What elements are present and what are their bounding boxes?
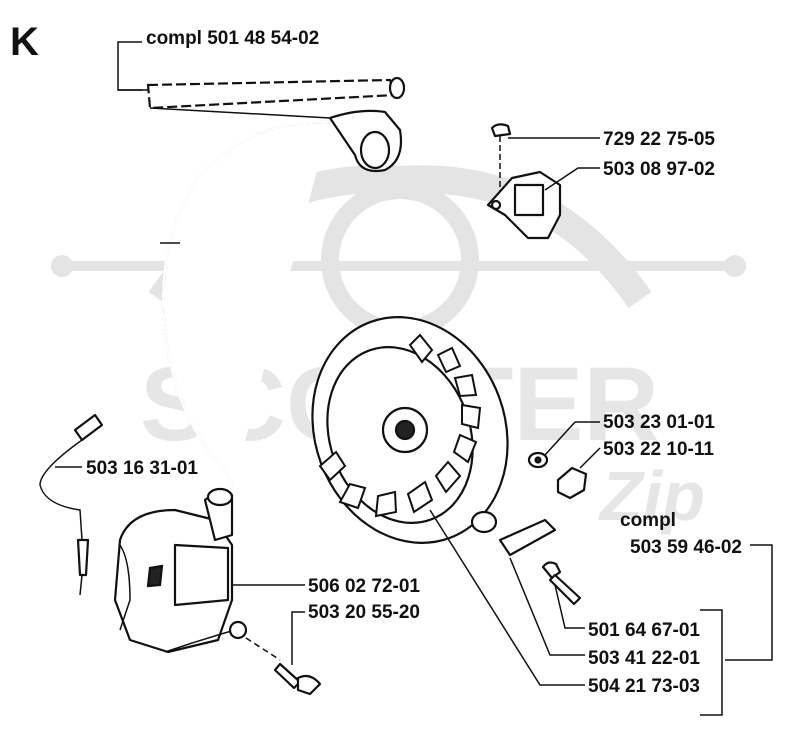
connector-wire [39,413,104,596]
leader-module-screw [291,611,305,665]
leader-washer [544,421,576,456]
switch-assembly [486,123,562,240]
label-screw-top: 729 22 75-05 [603,129,715,150]
watermark-script: Zip [598,457,705,535]
section-letter: K [10,20,39,64]
hv-lead-assembly [146,76,406,491]
bolt [541,561,582,606]
bracket-flywheel-compl [725,544,773,661]
label-hv-lead: compl 501 48 54-02 [146,28,319,49]
leader-nut [579,447,601,469]
ignition-module [113,487,248,654]
leader-hv-lead [117,41,142,91]
label-key: 503 41 22-01 [588,648,700,669]
label-module-screw: 503 20 55-20 [308,602,420,623]
label-ignition-module: 506 02 72-01 [308,576,420,597]
label-connector: 503 16 31-01 [86,458,198,479]
flywheel [311,316,509,544]
module-screw [245,637,322,696]
leader-bolt [554,584,585,629]
spring-ring [470,510,498,534]
label-flywheel-compl-2: 503 59 46-02 [630,537,742,558]
label-washer: 503 23 01-01 [603,412,715,433]
bracket-flywheel-parts [700,609,723,716]
label-nut: 503 22 10-11 [603,439,714,460]
label-switch: 503 08 97-02 [603,159,715,180]
label-flywheel-compl-1: compl [620,510,676,531]
label-bolt: 501 64 67-01 [588,620,700,641]
nut [556,466,588,500]
label-flywheel: 504 21 73-03 [588,676,700,697]
leader-switch [544,167,600,191]
leader-key [509,557,585,656]
leader-flywheel [429,509,585,686]
key [498,518,557,557]
